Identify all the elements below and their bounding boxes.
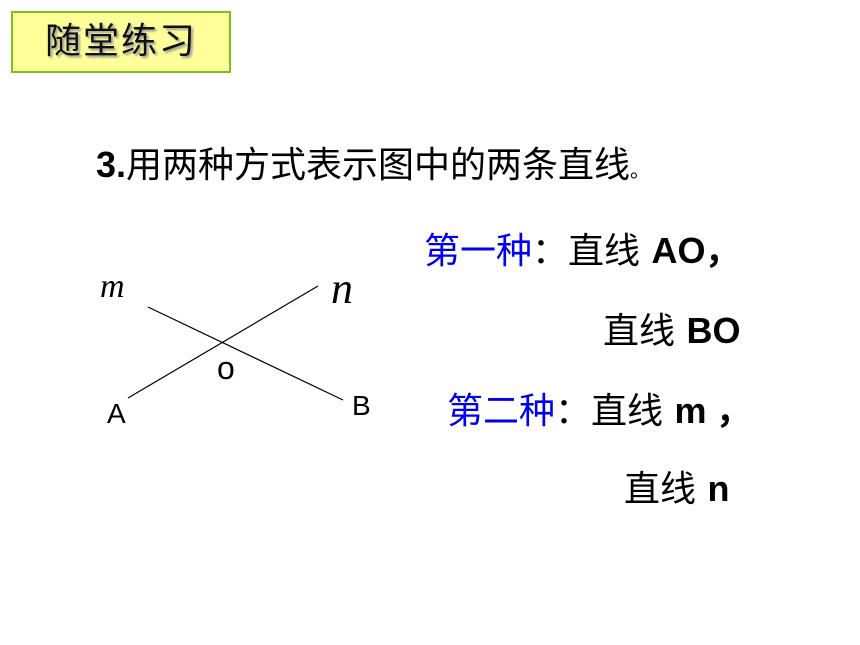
line-ao [127,285,319,399]
label-o: o [217,350,235,386]
question-body: 用两种方式表示图中的两条直线 [126,145,631,186]
second-line2-word: 直线 [624,469,697,510]
first-line2-name: BO [686,310,741,351]
label-n: n [331,264,353,313]
question-text: 3.用两种方式表示图中的两条直线。 [96,136,650,188]
second-colon: ： [555,391,592,432]
first-method-label: 第一种 [424,231,533,272]
question-number: 3. [96,144,127,185]
first-line2-word: 直线 [603,311,676,352]
first-line1-name: AO， [651,230,742,271]
answer-second-line1: 第二种：直线 m ， [447,382,753,434]
line-bo [147,306,344,401]
first-line1-word: 直线 [568,231,641,272]
second-method-label: 第二种 [447,391,556,432]
answer-second-line2: 直线 n [624,460,729,512]
first-colon: ： [532,231,569,272]
label-b: B [352,390,371,421]
second-line1-name: m ， [674,390,753,431]
answer-first-line2: 直线 BO [603,302,740,354]
label-m: m [100,268,125,305]
label-a: A [107,398,126,429]
slide-title: 随堂练习 [11,11,231,73]
second-line2-name: n [707,468,730,509]
question-period: 。 [630,158,651,182]
answer-first-line1: 第一种：直线 AO， [424,222,742,274]
second-line1-word: 直线 [591,391,664,432]
